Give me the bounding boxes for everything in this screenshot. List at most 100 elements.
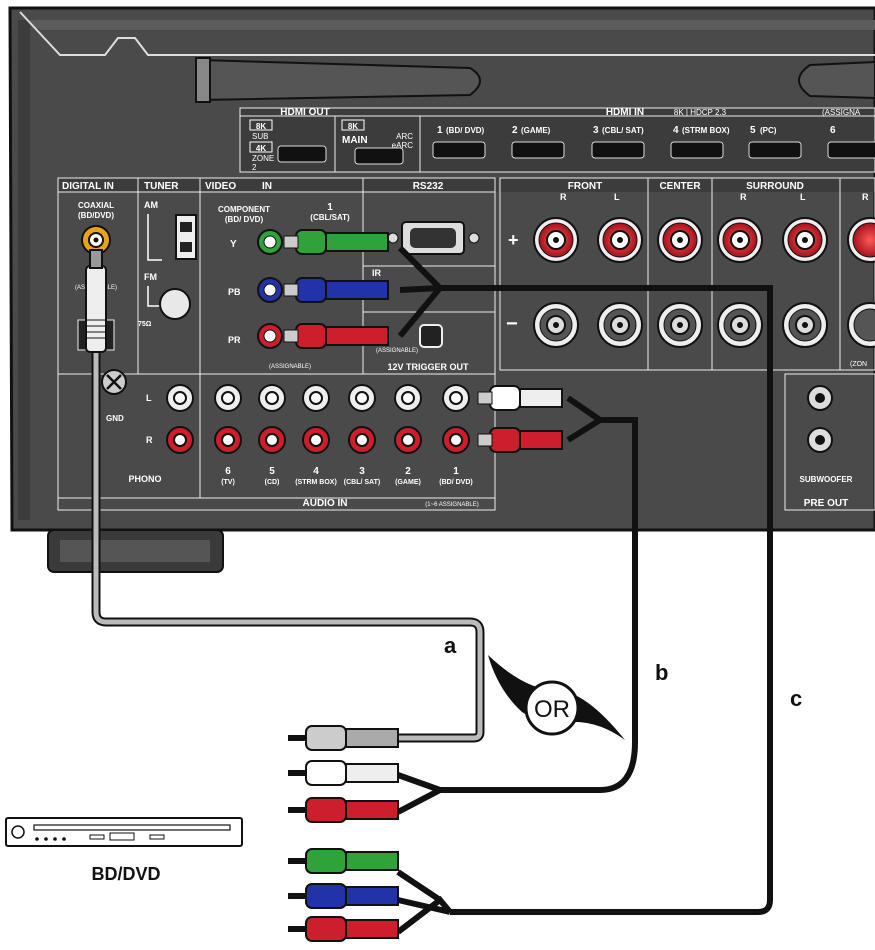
svg-text:2: 2 — [252, 163, 257, 172]
svg-text:COAXIAL: COAXIAL — [78, 201, 114, 210]
hdmi-out-title: HDMI OUT — [280, 107, 329, 118]
source-plugs — [288, 726, 398, 941]
digital-in-title: DIGITAL IN — [62, 181, 114, 192]
subwoofer-jack-1[interactable] — [808, 386, 832, 410]
cable-label-b: b — [655, 660, 668, 685]
svg-text:(STRM BOX): (STRM BOX) — [682, 126, 730, 135]
component-y-jack[interactable] — [258, 230, 282, 254]
svg-text:2: 2 — [512, 125, 518, 136]
terminal-front-l-minus — [598, 303, 642, 347]
audio-in-num: 1 — [453, 466, 459, 477]
wifi-antenna-right — [799, 62, 875, 98]
jack-center — [222, 434, 234, 446]
audio-in-num: 2 — [405, 466, 411, 477]
svg-text:75Ω: 75Ω — [138, 321, 152, 328]
svg-text:SURROUND: SURROUND — [746, 181, 804, 192]
plug-blue-video — [288, 884, 398, 908]
audio-in-name: (GAME) — [395, 479, 421, 486]
audio-in-name: (CBL/ SAT) — [344, 479, 380, 486]
svg-text:(ASSIGNABLE): (ASSIGNABLE) — [376, 348, 418, 354]
audio-in-name: (BD/ DVD) — [439, 479, 472, 486]
plug-grey-coaxial — [288, 726, 398, 750]
source-device-label: BD/DVD — [91, 864, 160, 884]
audio-in-name: (STRM BOX) — [295, 479, 337, 486]
svg-text:L: L — [146, 393, 152, 403]
svg-text:8K: 8K — [256, 122, 266, 131]
cable-label-c: c — [790, 686, 802, 711]
svg-text:PR: PR — [228, 335, 241, 345]
rca-plug-blue-panel — [284, 278, 388, 302]
terminal-surround-l-plus — [783, 218, 827, 262]
terminal-surround-r-minus — [718, 303, 762, 347]
audio-in-num: 5 — [269, 466, 275, 477]
component-pb-jack[interactable] — [258, 278, 282, 302]
plug-white-audio — [288, 761, 398, 785]
svg-text:R: R — [560, 192, 567, 202]
svg-text:+: + — [508, 230, 519, 250]
terminal-front-r-minus — [534, 303, 578, 347]
jack-center — [310, 434, 322, 446]
gnd-screw[interactable] — [102, 370, 126, 394]
audio-in-num: 6 — [225, 466, 231, 477]
svg-text:MAIN: MAIN — [342, 135, 368, 146]
jack-center — [266, 392, 278, 404]
svg-text:4K: 4K — [256, 144, 266, 153]
svg-text:AM: AM — [144, 200, 158, 210]
hdmi-spec-badge: 8K | HDCP 2.3 — [674, 108, 727, 117]
hdmi-in-title: HDMI IN — [606, 107, 644, 118]
rs232-title: RS232 — [413, 181, 444, 192]
svg-text:Y: Y — [230, 239, 237, 250]
jack-center — [356, 434, 368, 446]
svg-text:(ASSIGNABLE): (ASSIGNABLE) — [269, 364, 311, 370]
subwoofer-jack-2[interactable] — [808, 428, 832, 452]
svg-text:1: 1 — [327, 202, 333, 213]
bd-dvd-player-icon — [6, 818, 242, 846]
svg-text:(ZON: (ZON — [850, 361, 867, 368]
trigger-title: 12V TRIGGER OUT — [387, 362, 469, 372]
svg-text:SUB: SUB — [252, 132, 268, 141]
hdmi-assign-label: (ASSIGNA — [822, 108, 861, 117]
component-pr-jack[interactable] — [258, 324, 282, 348]
svg-text:(GAME): (GAME) — [521, 126, 551, 135]
terminal-surround-r-plus — [718, 218, 762, 262]
jack-center — [266, 434, 278, 446]
or-label: OR — [534, 696, 570, 723]
jack-center — [450, 434, 462, 446]
audio-in-num: 3 — [359, 466, 365, 477]
svg-text:R: R — [740, 192, 747, 202]
jack-center — [310, 392, 322, 404]
svg-text:COMPONENT: COMPONENT — [218, 205, 270, 214]
jack-center — [222, 392, 234, 404]
jack-center — [174, 392, 186, 404]
phono-label: PHONO — [128, 474, 161, 484]
ir-title: IR — [372, 268, 382, 278]
svg-text:(BD/DVD): (BD/DVD) — [78, 211, 114, 220]
jack-center — [356, 392, 368, 404]
svg-text:(CBL/ SAT): (CBL/ SAT) — [602, 126, 644, 135]
svg-text:CENTER: CENTER — [659, 181, 701, 192]
svg-text:1: 1 — [437, 125, 443, 136]
plug-red-video — [288, 917, 398, 941]
rca-plug-green-panel — [284, 230, 388, 254]
terminal-front-l-plus — [598, 218, 642, 262]
svg-text:(BD/ DVD): (BD/ DVD) — [225, 215, 264, 224]
video-title: VIDEO — [205, 181, 236, 192]
svg-text:−: − — [506, 313, 518, 335]
svg-text:(PC): (PC) — [760, 126, 777, 135]
jack-center — [450, 392, 462, 404]
svg-text:GND: GND — [106, 414, 124, 423]
svg-text:IN: IN — [262, 181, 272, 192]
audio-in-num: 4 — [313, 466, 319, 477]
svg-text:5: 5 — [750, 125, 756, 136]
cable-label-a: a — [444, 633, 457, 658]
pre-out-title: PRE OUT — [804, 498, 848, 509]
terminal-center-minus — [658, 303, 702, 347]
audio-in-title: AUDIO IN — [303, 498, 348, 509]
terminal-surround-l-minus — [783, 303, 827, 347]
rca-plug-red-panel — [478, 428, 562, 452]
jack-center — [402, 392, 414, 404]
plug-green-video — [288, 849, 398, 873]
svg-text:(CBL/SAT): (CBL/SAT) — [310, 213, 350, 222]
or-bracket: OR — [488, 655, 625, 740]
